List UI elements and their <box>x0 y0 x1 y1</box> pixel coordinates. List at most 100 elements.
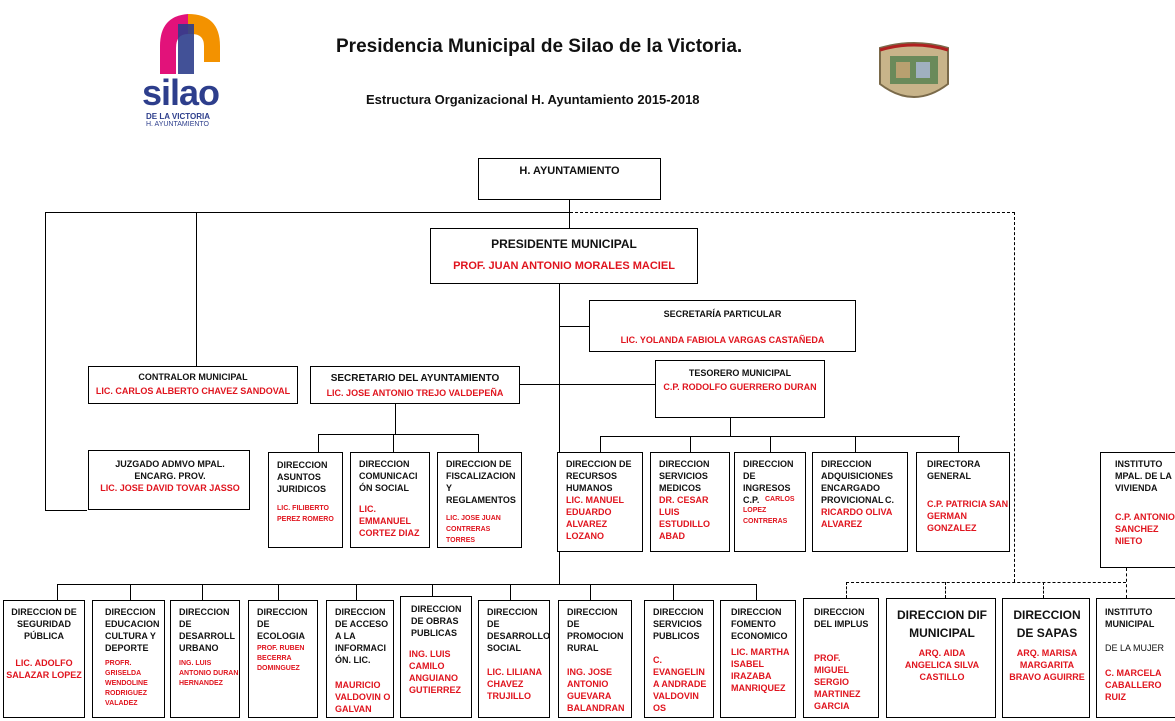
node-name: PROF. MIGUEL SERGIO MARTINEZ GARCIA <box>814 653 861 711</box>
node-recursos-humanos: DIRECCION DE RECURSOS HUMANOS LIC. MANUE… <box>557 452 643 552</box>
node-title: DIRECCION DE ECOLOGIA <box>257 607 308 641</box>
node-comunicacion-social: DIRECCION COMUNICACI ÓN SOCIAL LIC. EMMA… <box>350 452 430 548</box>
node-name: C.P. RODOLFO GUERRERO DURAN <box>663 382 817 392</box>
logo-word: silao <box>142 72 220 113</box>
node-name: LIC. YOLANDA FABIOLA VARGAS CASTAÑEDA <box>620 335 825 345</box>
node-name-prefix: C.P. <box>743 495 760 505</box>
node-seguridad-publica: DIRECCION DE SEGURIDAD PÚBLICA LIC. ADOL… <box>3 600 85 718</box>
node-name: LIC. CARLOS ALBERTO CHAVEZ SANDOVAL <box>95 386 291 396</box>
silao-logo-icon <box>160 14 220 74</box>
node-name: MAURICIO VALDOVIN O GALVAN <box>335 680 391 714</box>
node-servicios-publicos: DIRECCION SERVICIOS PUBLICOS C. EVANGELI… <box>644 600 714 718</box>
node-dif: DIRECCION DIF MUNICIPAL ARQ. AIDA ANGELI… <box>886 598 996 718</box>
node-promocion-rural: DIRECCION DE PROMOCION RURAL ING. JOSE A… <box>558 600 632 718</box>
node-adquisiciones: DIRECCION ADQUISICIONES ENCARGADO PROVIC… <box>812 452 908 552</box>
node-title: DIRECCION FOMENTO ECONOMICO <box>731 607 788 641</box>
node-educacion: DIRECCION EDUCACION CULTURA Y DEPORTE PR… <box>92 600 165 718</box>
logo-line2: H. AYUNTAMIENTO <box>146 121 210 128</box>
node-secretaria-particular: SECRETARÍA PARTICULAR LIC. YOLANDA FABIO… <box>589 300 856 352</box>
node-presidente: PRESIDENTE MUNICIPAL PROF. JUAN ANTONIO … <box>430 228 698 284</box>
node-title: DIRECCION DE DESARROLLO SOCIAL <box>487 607 550 653</box>
node-name: CARLOS LOPEZ CONTRERAS <box>743 496 795 525</box>
node-title: DIRECCION SERVICIOS PUBLICOS <box>653 607 704 641</box>
node-name: LIC. EMMANUEL CORTEZ DIAZ <box>359 504 420 538</box>
node-title: DIRECCION DE RECURSOS HUMANOS <box>566 459 632 493</box>
logo-line1: DE LA VICTORIA <box>146 112 211 121</box>
node-name: LIC. LILIANA CHAVEZ TRUJILLO <box>487 667 542 701</box>
node-title: DIRECCION DE DESARROLL URBANO <box>179 607 235 653</box>
silao-logo: silao DE LA VICTORIA H. AYUNTAMIENTO <box>140 4 240 132</box>
node-fiscalizacion: DIRECCION DE FISCALIZACION Y REGLAMENTOS… <box>437 452 522 548</box>
node-title: CONTRALOR MUNICIPAL <box>138 372 248 382</box>
node-sapas: DIRECCION DE SAPAS ARQ. MARISA MARGARITA… <box>1002 598 1090 718</box>
node-title-2: DE LA MUJER <box>1105 643 1165 653</box>
node-obras-publicas: DIRECCION DE OBRAS PUBLICAS ING. LUIS CA… <box>400 596 472 718</box>
node-title: DIRECCION DE INGRESOS <box>743 459 794 493</box>
node-title: DIRECCION COMUNICACI ÓN SOCIAL <box>359 459 418 493</box>
node-instituto-mujer: INSTITUTO MUNICIPAL DE LA MUJER C. MARCE… <box>1096 598 1175 718</box>
node-title: DIRECCION EDUCACION CULTURA Y DEPORTE <box>105 607 160 653</box>
node-juzgado: JUZGADO ADMVO MPAL. ENCARG. PROV. LIC. J… <box>88 450 250 510</box>
node-title: DIRECCION DE SAPAS <box>1013 608 1081 640</box>
node-title: DIRECCION DE SEGURIDAD PÚBLICA <box>11 607 77 641</box>
node-title: DIRECCION DE ACCESO A LA INFORMACI ÓN. L… <box>335 607 389 665</box>
node-title: TESORERO MUNICIPAL <box>688 368 792 378</box>
node-desarrollo-social: DIRECCION DE DESARROLLO SOCIAL LIC. LILI… <box>478 600 550 718</box>
node-name: PROF. RUBEN BECERRA DOMINGUEZ <box>257 645 305 672</box>
node-title: SECRETARÍA PARTICULAR <box>663 309 782 319</box>
node-name: PROFR. GRISELDA WENDOLINE RODRIGUEZ VALA… <box>105 660 148 707</box>
node-name: C. EVANGELIN A ANDRADE VALDOVIN OS <box>653 655 707 713</box>
node-title: DIRECCION DE OBRAS PUBLICAS <box>411 604 462 638</box>
node-title: DIRECCION DEL IMPLUS <box>814 607 869 629</box>
node-directora-general: DIRECTORA GENERAL C.P. PATRICIA SAN GERM… <box>916 452 1010 552</box>
page-title: Presidencia Municipal de Silao de la Vic… <box>336 36 743 57</box>
node-title: INSTITUTO MUNICIPAL <box>1105 607 1155 629</box>
node-secretario: SECRETARIO DEL AYUNTAMIENTO LIC. JOSE AN… <box>310 366 520 404</box>
node-title: DIRECCION DIF MUNICIPAL <box>897 608 987 640</box>
node-title: SECRETARIO DEL AYUNTAMIENTO <box>330 373 500 384</box>
node-title: JUZGADO ADMVO MPAL. ENCARG. PROV. <box>115 459 225 481</box>
node-acceso-informacion: DIRECCION DE ACCESO A LA INFORMACI ÓN. L… <box>326 600 394 718</box>
node-title: DIRECCION DE PROMOCION RURAL <box>567 607 624 653</box>
node-name: LIC. ADOLFO SALAZAR LOPEZ <box>6 658 82 680</box>
node-title: DIRECCION ADQUISICIONES ENCARGADO PROVIC… <box>821 459 894 505</box>
node-fomento-economico: DIRECCION FOMENTO ECONOMICO LIC. MARTHA … <box>720 600 796 718</box>
node-name: C.P. PATRICIA SAN GERMAN GONZALEZ <box>927 499 1009 533</box>
node-name: LIC. JOSE DAVID TOVAR JASSO <box>100 483 240 493</box>
node-tesorero: TESORERO MUNICIPAL C.P. RODOLFO GUERRERO… <box>655 360 825 418</box>
municipal-seal-icon <box>876 40 952 106</box>
node-name-prefix: C. <box>885 495 894 505</box>
node-ecologia: DIRECCION DE ECOLOGIA PROF. RUBEN BECERR… <box>248 600 318 718</box>
node-servicios-medicos: DIRECCION SERVICIOS MEDICOS DR. CESAR LU… <box>650 452 730 552</box>
node-ingresos: DIRECCION DE INGRESOS C.P. CARLOS LOPEZ … <box>734 452 806 552</box>
node-name: RICARDO OLIVA ALVAREZ <box>821 507 892 529</box>
node-implus: DIRECCION DEL IMPLUS PROF. MIGUEL SERGIO… <box>803 598 879 718</box>
node-name: ARQ. AIDA ANGELICA SILVA CASTILLO <box>904 648 980 682</box>
node-name: LIC. JOSE JUAN CONTRERAS TORRES <box>446 515 501 544</box>
node-name: ING. LUIS ANTONIO DURAN HERNANDEZ <box>179 660 239 687</box>
node-name: ING. LUIS CAMILO ANGUIANO GUTIERREZ <box>409 649 462 695</box>
node-title: DIRECTORA GENERAL <box>927 459 981 481</box>
node-title: DIRECCION ASUNTOS JURIDICOS <box>277 460 328 494</box>
node-instituto-vivienda: INSTITUTO MPAL. DE LA VIVIENDA C.P. ANTO… <box>1100 452 1175 568</box>
node-ayuntamiento: H. AYUNTAMIENTO <box>478 158 661 200</box>
node-title: PRESIDENTE MUNICIPAL <box>491 237 637 251</box>
node-name: PROF. JUAN ANTONIO MORALES MACIEL <box>453 260 675 272</box>
node-name: LIC. FILIBERTO PEREZ ROMERO <box>277 505 334 523</box>
node-name: ING. JOSE ANTONIO GUEVARA BALANDRAN <box>567 667 625 713</box>
node-name: C.P. ANTONIO SANCHEZ NIETO <box>1115 512 1175 546</box>
node-title: INSTITUTO MPAL. DE LA VIVIENDA <box>1115 459 1172 493</box>
node-desarrollo-urbano: DIRECCION DE DESARROLL URBANO ING. LUIS … <box>170 600 240 718</box>
node-contralor: CONTRALOR MUNICIPAL LIC. CARLOS ALBERTO … <box>88 366 298 404</box>
node-title: DIRECCION SERVICIOS MEDICOS <box>659 459 710 493</box>
node-name: ARQ. MARISA MARGARITA BRAVO AGUIRRE <box>1009 648 1085 682</box>
node-name: LIC. JOSE ANTONIO TREJO VALDEPEÑA <box>326 388 504 398</box>
node-name: LIC. MANUEL EDUARDO ALVAREZ LOZANO <box>566 495 624 541</box>
page-subtitle: Estructura Organizacional H. Ayuntamient… <box>366 92 700 107</box>
node-title: DIRECCION DE FISCALIZACION Y REGLAMENTOS <box>446 459 516 505</box>
node-name: LIC. MARTHA ISABEL IRAZABA MANRIQUEZ <box>731 647 790 693</box>
node-name: DR. CESAR LUIS ESTUDILLO ABAD <box>659 495 710 541</box>
node-asuntos-juridicos: DIRECCION ASUNTOS JURIDICOS LIC. FILIBER… <box>268 452 343 548</box>
node-title: H. AYUNTAMIENTO <box>519 165 620 177</box>
node-name: C. MARCELA CABALLERO RUIZ <box>1105 668 1162 702</box>
